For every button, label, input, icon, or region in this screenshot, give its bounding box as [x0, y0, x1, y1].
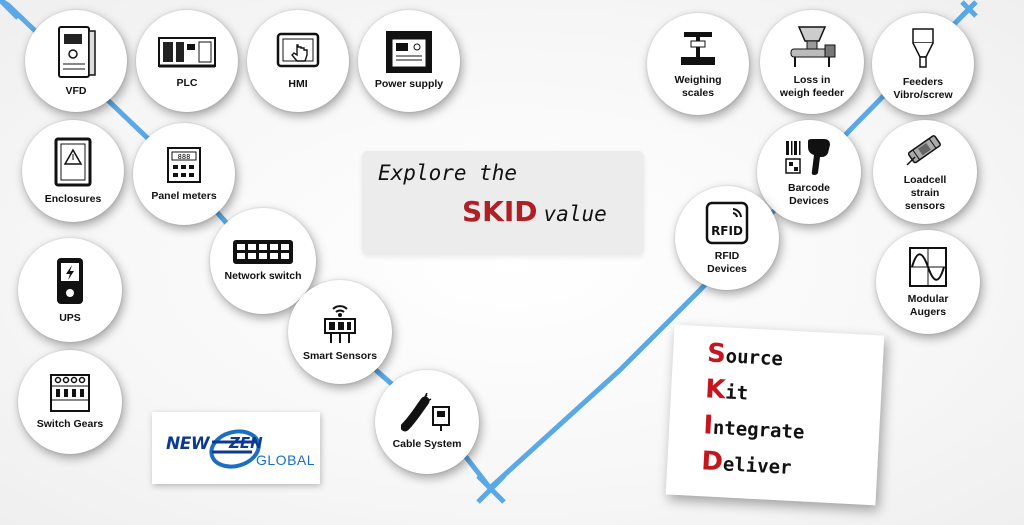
rfid-tag-icon: RFID	[705, 201, 749, 245]
skid-row-deliver: Deliver	[701, 446, 793, 481]
explore-value-word: value	[543, 202, 607, 226]
load-cell-icon	[903, 131, 947, 169]
circuit-breaker-icon	[49, 373, 91, 413]
skid-row-kit: Kit	[704, 374, 749, 406]
node-ups[interactable]: UPS	[18, 238, 122, 342]
node-augers[interactable]: Modular Augers	[876, 230, 980, 334]
node-augers-label: Modular Augers	[907, 292, 949, 318]
node-power-supply-label: Power supply	[374, 78, 444, 90]
node-panel-meters-label: Panel meters	[151, 190, 217, 202]
node-plc-label: PLC	[176, 77, 198, 89]
node-smart-sensors-label: Smart Sensors	[302, 350, 378, 362]
node-switch-gears[interactable]: Switch Gears	[18, 350, 122, 454]
network-switch-icon	[232, 239, 294, 265]
node-loss-in-weigh[interactable]: Loss in weigh feeder	[760, 10, 864, 114]
node-weighing-scales[interactable]: Weighing scales	[647, 13, 749, 115]
node-weighing-scales-label: Weighing scales	[674, 73, 722, 99]
newzen-global-logo: NEW ZEN GLOBAL	[152, 412, 320, 484]
sine-wave-icon	[908, 246, 948, 288]
node-ups-label: UPS	[59, 312, 81, 324]
skid-row-integrate: Integrate	[703, 410, 806, 445]
skid-letter-s: S	[706, 338, 727, 370]
node-network-switch-label: Network switch	[224, 270, 302, 282]
node-smart-sensors[interactable]: Smart Sensors	[288, 280, 392, 384]
logo-word-new: NEW	[166, 434, 210, 454]
logo-word-global: GLOBAL	[256, 452, 316, 468]
node-feeders[interactable]: Feeders Vibro/screw	[872, 13, 974, 115]
svg-text:RFID: RFID	[711, 224, 743, 238]
plc-module-icon	[157, 32, 217, 72]
explore-heading: Explore the	[378, 161, 518, 185]
skid-word-kit: it	[724, 381, 749, 405]
smart-sensor-icon	[321, 301, 359, 345]
node-cable-system-label: Cable System	[392, 438, 462, 450]
connector-cross-top-c	[960, 0, 978, 18]
node-barcode-label: Barcode Devices	[787, 181, 830, 207]
node-panel-meters[interactable]: 888 Panel meters	[133, 123, 235, 225]
power-supply-icon	[386, 31, 432, 73]
node-network-switch[interactable]: Network switch	[210, 208, 316, 314]
node-hmi-label: HMI	[288, 78, 308, 90]
hopper-feeder-icon	[908, 27, 938, 71]
barcode-scanner-icon	[784, 137, 834, 177]
node-rfid-label: RFID Devices	[707, 249, 747, 275]
skid-word-integrate: ntegrate	[712, 416, 805, 444]
node-loss-in-weigh-label: Loss in weigh feeder	[779, 73, 845, 99]
weighing-scale-icon	[678, 29, 718, 69]
panel-meter-icon: 888	[165, 145, 203, 185]
svg-text:888: 888	[178, 153, 191, 161]
skid-letter-k: K	[704, 374, 727, 406]
node-enclosures-label: Enclosures	[44, 193, 102, 205]
node-power-supply[interactable]: Power supply	[358, 10, 460, 112]
node-loadcell[interactable]: Loadcell strain sensors	[873, 120, 977, 224]
node-switch-gears-label: Switch Gears	[36, 418, 104, 430]
node-plc[interactable]: PLC	[136, 10, 238, 112]
node-loadcell-label: Loadcell strain sensors	[903, 174, 947, 212]
cable-connector-icon	[401, 393, 453, 433]
node-hmi[interactable]: HMI	[247, 10, 349, 112]
enclosure-cabinet-icon	[53, 136, 93, 188]
touch-panel-icon	[275, 31, 321, 73]
loss-in-weigh-feeder-icon	[785, 25, 839, 69]
ups-battery-icon	[53, 255, 87, 307]
vfd-drive-icon	[55, 24, 97, 80]
node-feeders-label: Feeders Vibro/screw	[893, 75, 953, 101]
node-cable-system[interactable]: Cable System	[375, 370, 479, 474]
node-rfid[interactable]: RFID RFID Devices	[675, 186, 779, 290]
logo-swoosh-icon	[209, 429, 261, 469]
skid-letter-d: D	[700, 446, 724, 478]
connector-cross-top-a	[0, 0, 20, 20]
skid-row-source: Source	[706, 338, 783, 372]
node-vfd[interactable]: VFD	[25, 10, 127, 112]
node-vfd-label: VFD	[65, 85, 87, 97]
skid-acronym-card: Source Kit Integrate Deliver	[665, 324, 885, 506]
logo-word-zen: ZEN	[229, 434, 263, 452]
connector-cross-b	[476, 474, 506, 504]
node-enclosures[interactable]: Enclosures	[22, 120, 124, 222]
explore-skid-word: SKID	[462, 195, 538, 228]
node-barcode[interactable]: Barcode Devices	[757, 120, 861, 224]
skid-word-deliver: eliver	[722, 453, 793, 479]
skid-word-source: ource	[725, 345, 784, 371]
